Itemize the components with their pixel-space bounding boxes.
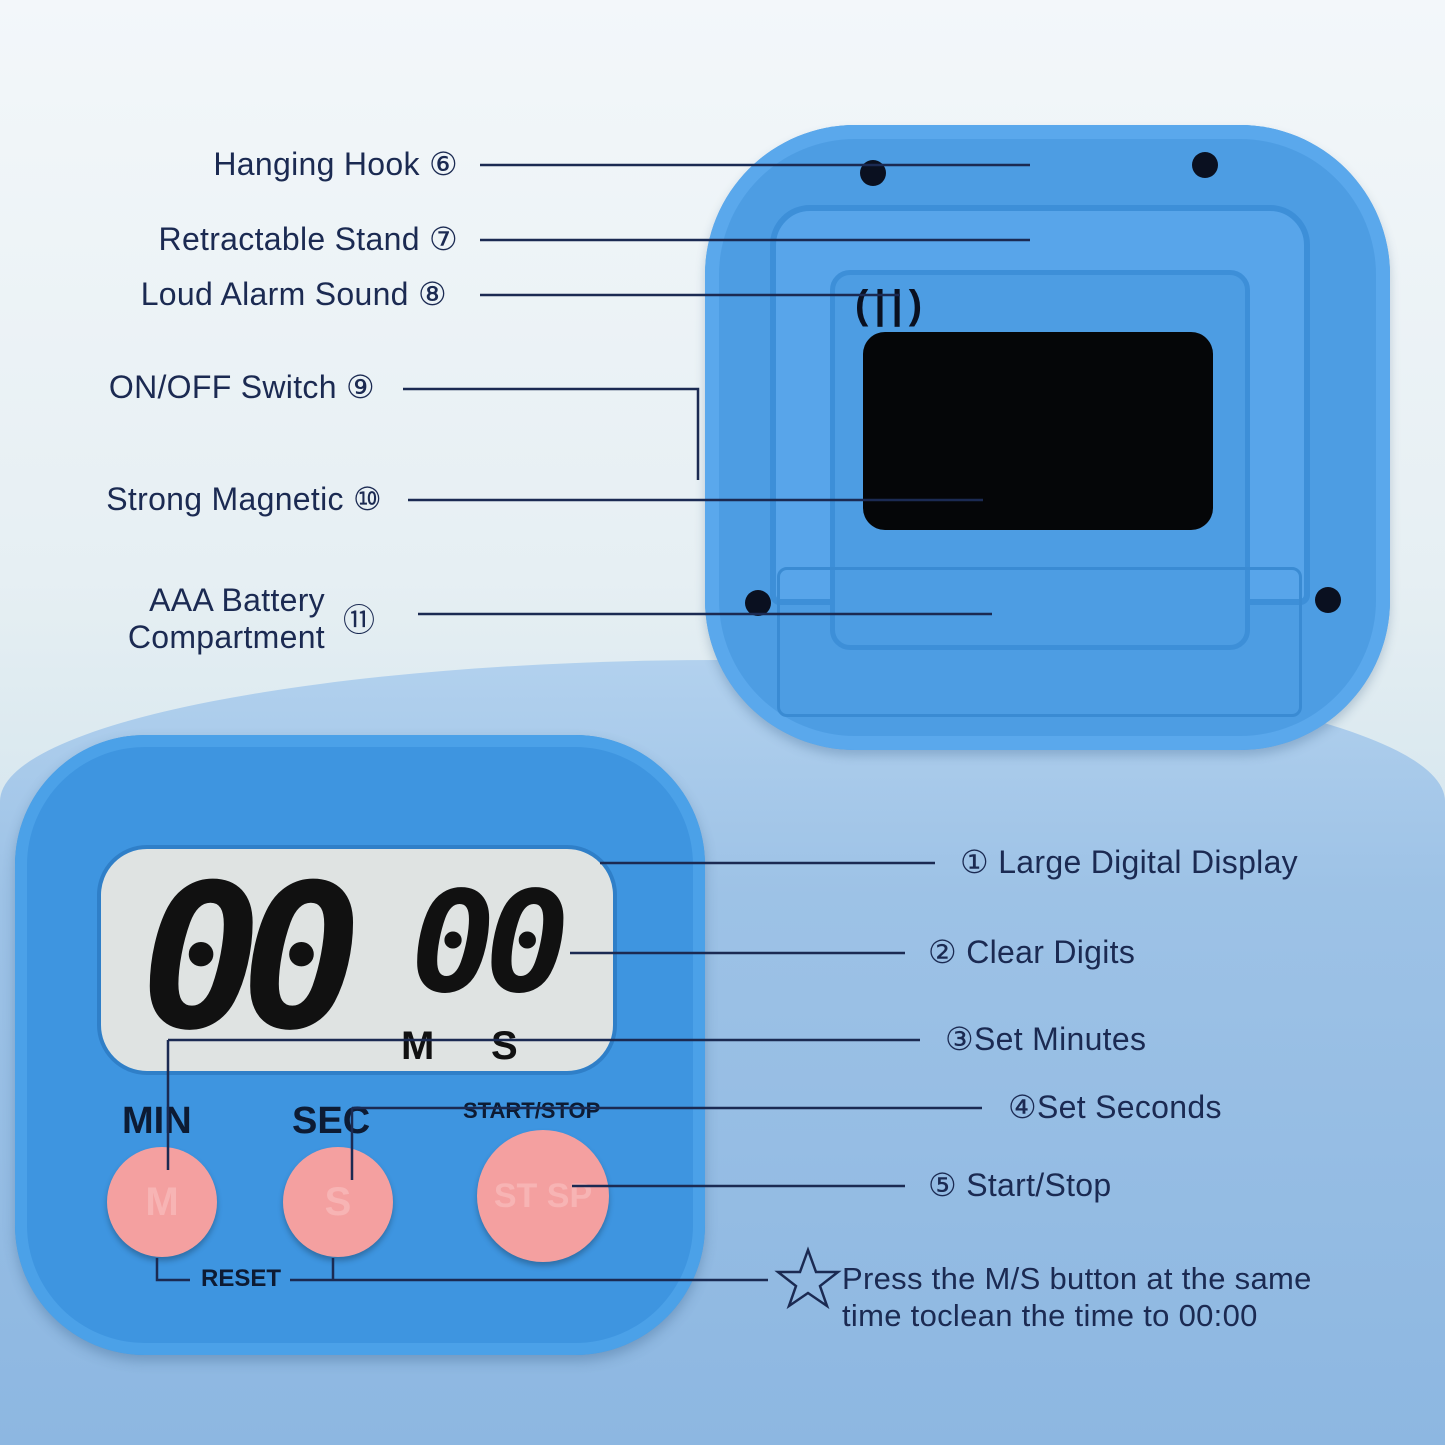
timer-front-image: 00 00 M S MIN SEC START/STOP M S ST SP R… bbox=[15, 735, 705, 1355]
line-seconds bbox=[350, 1106, 982, 1180]
label-on-off-switch: ON/OFF Switch ⑨ bbox=[108, 369, 375, 405]
label-battery-num: ⑪ bbox=[343, 602, 376, 638]
timer-back-image: (||) bbox=[705, 125, 1390, 750]
star-outline-icon bbox=[774, 1246, 842, 1310]
label-clear-digits: ② Clear Digits bbox=[928, 934, 1136, 970]
line-switch bbox=[403, 387, 700, 480]
unit-s: S bbox=[491, 1024, 518, 1068]
start-stop-button[interactable]: ST SP bbox=[477, 1130, 609, 1262]
line-reset bbox=[155, 1258, 768, 1282]
screw-hole bbox=[1192, 152, 1218, 178]
line-minutes bbox=[166, 1038, 920, 1170]
min-button[interactable]: M bbox=[107, 1147, 217, 1257]
min-label: MIN bbox=[122, 1100, 192, 1142]
magnet bbox=[863, 332, 1213, 530]
start-stop-label: START/STOP bbox=[463, 1098, 601, 1123]
lcd-display: 00 00 M S bbox=[97, 845, 617, 1075]
unit-m: M bbox=[401, 1024, 435, 1068]
label-loud-alarm: Loud Alarm Sound ⑧ bbox=[140, 276, 447, 312]
display-seconds: 00 bbox=[411, 862, 570, 1025]
label-set-minutes: ③Set Minutes bbox=[945, 1021, 1147, 1057]
screw-hole bbox=[745, 590, 771, 616]
screw-hole bbox=[1315, 587, 1341, 613]
label-strong-magnetic: Strong Magnetic ⑩ bbox=[106, 481, 382, 517]
label-set-seconds: ④Set Seconds bbox=[1008, 1089, 1222, 1125]
speaker-holes-icon: (||) bbox=[855, 283, 929, 327]
label-start-stop: ⑤ Start/Stop bbox=[928, 1167, 1112, 1203]
label-large-display: ① Large Digital Display bbox=[960, 844, 1298, 880]
label-retractable-stand: Retractable Stand ⑦ bbox=[158, 221, 458, 257]
label-hanging-hook: Hanging Hook ⑥ bbox=[213, 146, 458, 182]
sec-button[interactable]: S bbox=[283, 1147, 393, 1257]
battery-compartment bbox=[777, 567, 1302, 717]
reset-label: RESET bbox=[201, 1265, 282, 1292]
display-minutes: 00 bbox=[141, 842, 362, 1075]
